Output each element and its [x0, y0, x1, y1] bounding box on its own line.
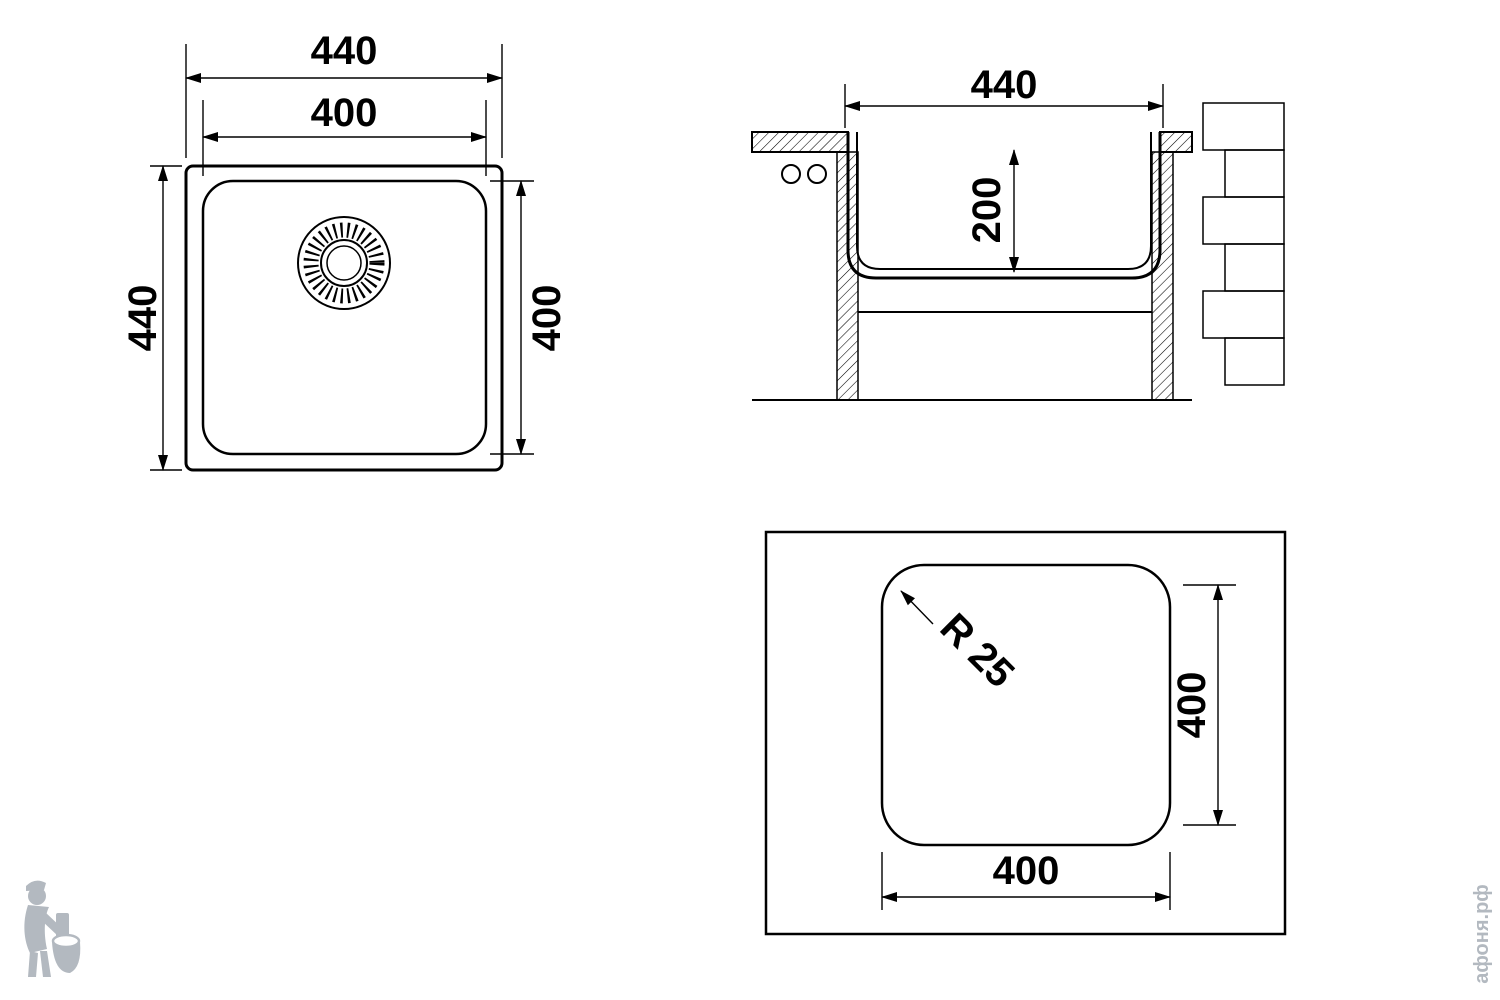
toilet-seat [51, 933, 81, 949]
plumber-watermark-logo [24, 880, 81, 977]
plan-inner-width-dimension: 400 [202, 91, 487, 176]
toilet-bowl [52, 942, 81, 973]
section-depth-dimension: 200 [965, 149, 1019, 273]
dimension-label: 400 [311, 91, 378, 135]
sink-outer-rim [184, 164, 504, 472]
drain-inner-ring [326, 245, 362, 281]
cutout-width-dimension: 400 [881, 849, 1171, 910]
dimension-label: 440 [971, 63, 1038, 107]
plumber-leg [40, 951, 51, 977]
plumber-leg [28, 951, 38, 977]
plan-inner-height-dimension: 400 [490, 180, 569, 455]
cabinet-right-panel [1151, 151, 1174, 401]
brick [1224, 149, 1285, 198]
site-watermark: афоня.рф [1471, 884, 1493, 984]
radius-label: R 25 [932, 605, 1023, 696]
sink-bowl-opening [201, 179, 488, 456]
bowl-outer-wall [846, 132, 1162, 280]
brick [1224, 243, 1285, 292]
countertop-right [1159, 131, 1193, 153]
cutout-square [880, 563, 1172, 847]
drain-grate-ticks [303, 222, 385, 304]
cutout-view: R 25 400 400 [764, 530, 1287, 936]
dimension-label: 200 [965, 177, 1009, 244]
brick [1224, 337, 1285, 386]
dimension-label: 440 [311, 29, 378, 73]
leader-line [900, 590, 934, 625]
section-view: 440 200 [751, 63, 1285, 401]
mounting-hole [807, 164, 827, 184]
toilet-tank [56, 913, 69, 939]
plumber-head [28, 887, 46, 905]
plumber-body [24, 905, 49, 953]
plan-outer-width-dimension: 440 [185, 29, 503, 158]
section-width-dimension: 440 [844, 63, 1164, 128]
cutout-height-dimension: 400 [1170, 584, 1236, 826]
dimension-label: 400 [525, 285, 569, 352]
dimension-label: 400 [993, 849, 1060, 893]
brick [1202, 290, 1285, 339]
corner-radius-callout: R 25 [900, 590, 1023, 696]
dimension-label: 400 [1170, 672, 1214, 739]
drain-outer-ring [297, 216, 391, 310]
dimension-label: 440 [121, 285, 165, 352]
countertop-left [751, 131, 849, 153]
brick [1202, 102, 1285, 151]
countertop-panel [764, 530, 1287, 936]
drain-mid-ring [320, 239, 368, 287]
plan-view: 440 400 440 400 [121, 29, 569, 472]
drain [297, 216, 391, 310]
plan-outer-height-dimension: 440 [121, 165, 182, 471]
brick-wall [1202, 102, 1285, 386]
mounting-hole [781, 164, 801, 184]
brick [1202, 196, 1285, 245]
bowl-inner-wall [856, 132, 1152, 270]
